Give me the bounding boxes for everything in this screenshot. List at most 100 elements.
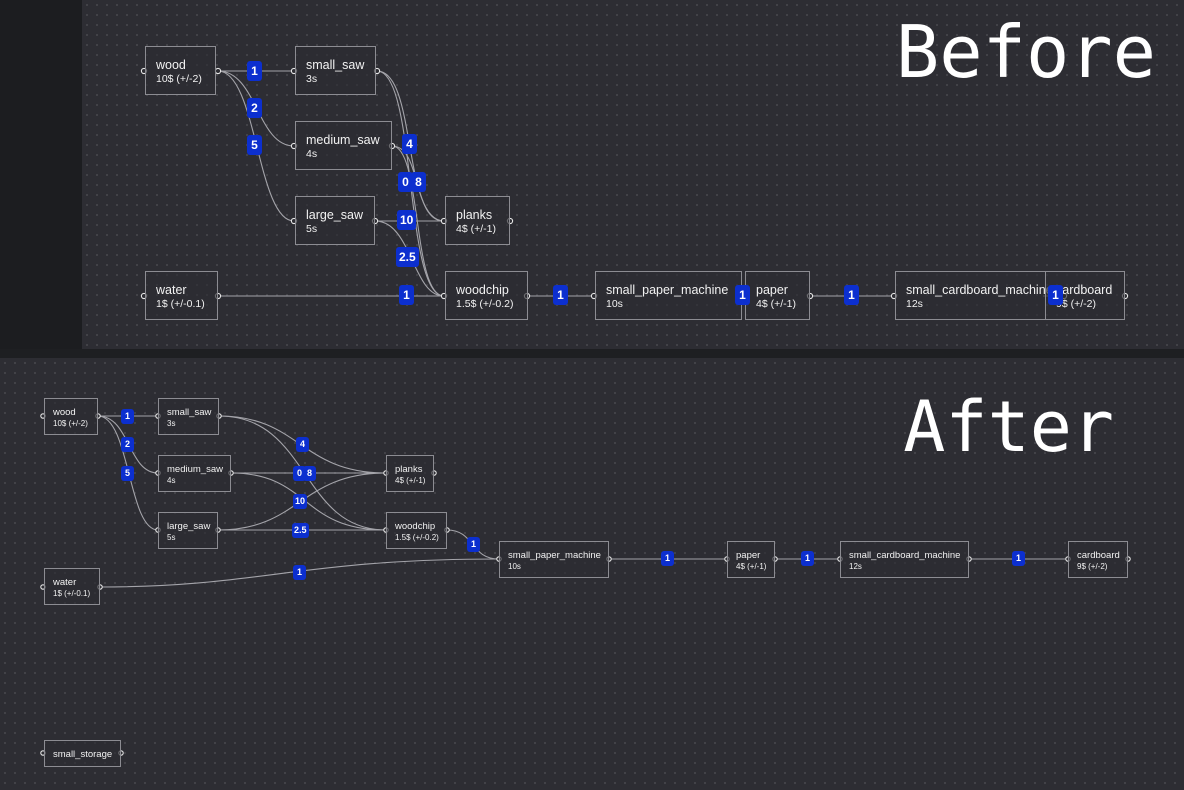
node-detail: 4$ (+/-1) [456, 223, 496, 235]
node-small-paper-machine[interactable]: small_paper_machine 10s [499, 541, 609, 578]
edge-weight-badge[interactable]: 1 [735, 285, 750, 305]
edge-weight-badge[interactable]: 10 [397, 210, 417, 230]
node-medium-saw[interactable]: medium_saw 4s [158, 455, 231, 492]
edge-weight-badge[interactable]: 5 [247, 135, 262, 155]
node-woodchip[interactable]: woodchip 1.5$ (+/-0.2) [386, 512, 447, 549]
node-title: water [53, 577, 77, 588]
edge-weight-badge[interactable]: 1 [553, 285, 568, 305]
node-woodchip[interactable]: woodchip 1.5$ (+/-0.2) [445, 271, 528, 320]
node-detail: 10s [508, 562, 521, 571]
panel-divider [0, 349, 1184, 358]
edge-weight-badge[interactable]: 2 [247, 98, 262, 118]
edge-weight-badge[interactable]: 1 [1012, 551, 1025, 566]
edge-weight-badge[interactable]: 1 [801, 551, 814, 566]
node-title: small_paper_machine [508, 550, 601, 561]
node-title: cardboard [1077, 550, 1120, 561]
node-detail: 5s [306, 223, 318, 235]
node-small-storage[interactable]: small_storage [44, 740, 121, 767]
node-title: small_storage [53, 749, 113, 760]
node-detail: 1.5$ (+/-0.2) [395, 533, 439, 542]
left-sidebar [0, 0, 82, 349]
edge-weight-badge[interactable]: 8 [303, 466, 316, 481]
node-title: small_cardboard_machine [906, 283, 1053, 297]
node-detail: 5s [167, 533, 176, 542]
node-title: planks [456, 208, 493, 222]
node-detail: 3s [167, 419, 176, 428]
node-title: wood [53, 407, 76, 418]
node-detail: 4s [306, 148, 318, 160]
node-wood[interactable]: wood 10$ (+/-2) [44, 398, 98, 435]
node-detail: 3s [306, 73, 318, 85]
node-small-cardboard-machine[interactable]: small_cardboard_machine 12s [840, 541, 969, 578]
node-title: small_saw [306, 58, 365, 72]
edge-weight-badge[interactable]: 2 [121, 437, 134, 452]
node-detail: 1$ (+/-0.1) [156, 298, 205, 310]
node-small-saw[interactable]: small_saw 3s [158, 398, 219, 435]
edge-weight-badge[interactable]: 1 [399, 285, 414, 305]
node-title: medium_saw [167, 464, 223, 475]
node-paper[interactable]: paper 4$ (+/-1) [745, 271, 810, 320]
node-title: water [156, 283, 187, 297]
node-title: woodchip [395, 521, 436, 532]
edge-weight-badge[interactable]: 2.5 [292, 523, 309, 538]
after-graph-canvas[interactable]: After wood 10$ (+/-2) small_saw 3s mediu… [0, 358, 1184, 790]
edge-weight-badge[interactable]: 8 [411, 172, 426, 192]
node-wood[interactable]: wood 10$ (+/-2) [145, 46, 216, 95]
node-title: small_saw [167, 407, 212, 418]
node-paper[interactable]: paper 4$ (+/-1) [727, 541, 775, 578]
edge-weight-badge[interactable]: 2.5 [396, 247, 419, 267]
before-label: Before [895, 10, 1156, 94]
node-detail: 9$ (+/-2) [1077, 562, 1108, 571]
edge-weight-badge[interactable]: 1 [121, 409, 134, 424]
node-title: large_saw [167, 521, 211, 532]
node-small-saw[interactable]: small_saw 3s [295, 46, 376, 95]
node-detail: 4$ (+/-1) [756, 298, 796, 310]
node-detail: 9$ (+/-2) [1056, 298, 1096, 310]
node-medium-saw[interactable]: medium_saw 4s [295, 121, 392, 170]
edge-weight-badge[interactable]: 1 [844, 285, 859, 305]
node-title: paper [736, 550, 761, 561]
node-title: paper [756, 283, 788, 297]
node-detail: 4$ (+/-1) [395, 476, 426, 485]
edge-weight-badge[interactable]: 1 [661, 551, 674, 566]
edge-water-paper-machine[interactable] [99, 558, 500, 588]
node-title: small_cardboard_machine [849, 550, 961, 561]
node-title: woodchip [456, 283, 509, 297]
node-detail: 10$ (+/-2) [53, 419, 88, 428]
before-graph-canvas[interactable]: Before wood 10$ (+/-2) small_saw 3s medi… [82, 0, 1184, 349]
edge-weight-badge[interactable]: 0 [398, 172, 413, 192]
edge-weight-badge[interactable]: 4 [402, 134, 417, 154]
node-title: wood [156, 58, 186, 72]
node-detail: 4$ (+/-1) [736, 562, 767, 571]
node-detail: 12s [849, 562, 862, 571]
edge-medium-saw-woodchip[interactable] [230, 472, 387, 531]
edge-weight-badge[interactable]: 1 [293, 565, 306, 580]
node-cardboard[interactable]: cardboard 9$ (+/-2) [1068, 541, 1128, 578]
edge-weight-badge[interactable]: 1 [247, 61, 262, 81]
edge-weight-badge[interactable]: 10 [293, 494, 308, 509]
node-water[interactable]: water 1$ (+/-0.1) [44, 568, 100, 605]
after-label: After [903, 386, 1114, 468]
node-detail: 1.5$ (+/-0.2) [456, 298, 514, 310]
node-water[interactable]: water 1$ (+/-0.1) [145, 271, 218, 320]
edge-weight-badge[interactable]: 1 [467, 537, 480, 552]
port[interactable] [214, 67, 222, 75]
node-detail: 10$ (+/-2) [156, 73, 202, 85]
node-title: medium_saw [306, 133, 380, 147]
node-large-saw[interactable]: large_saw 5s [158, 512, 218, 549]
node-small-cardboard-machine[interactable]: small_cardboard_machine 12s [895, 271, 1053, 320]
node-large-saw[interactable]: large_saw 5s [295, 196, 375, 245]
edge-weight-badge[interactable]: 5 [121, 466, 134, 481]
node-planks[interactable]: planks 4$ (+/-1) [445, 196, 510, 245]
node-title: cardboard [1056, 283, 1113, 297]
node-small-paper-machine[interactable]: small_paper_machine 10s [595, 271, 742, 320]
node-detail: 10s [606, 298, 623, 310]
node-detail: 1$ (+/-0.1) [53, 589, 91, 598]
edge-weight-badge[interactable]: 4 [296, 437, 309, 452]
edge-weight-badge[interactable]: 1 [1048, 285, 1063, 305]
node-title: planks [395, 464, 423, 475]
node-detail: 12s [906, 298, 923, 310]
edge-weight-badge[interactable]: 0 [293, 466, 306, 481]
node-title: small_paper_machine [606, 283, 729, 297]
node-planks[interactable]: planks 4$ (+/-1) [386, 455, 434, 492]
